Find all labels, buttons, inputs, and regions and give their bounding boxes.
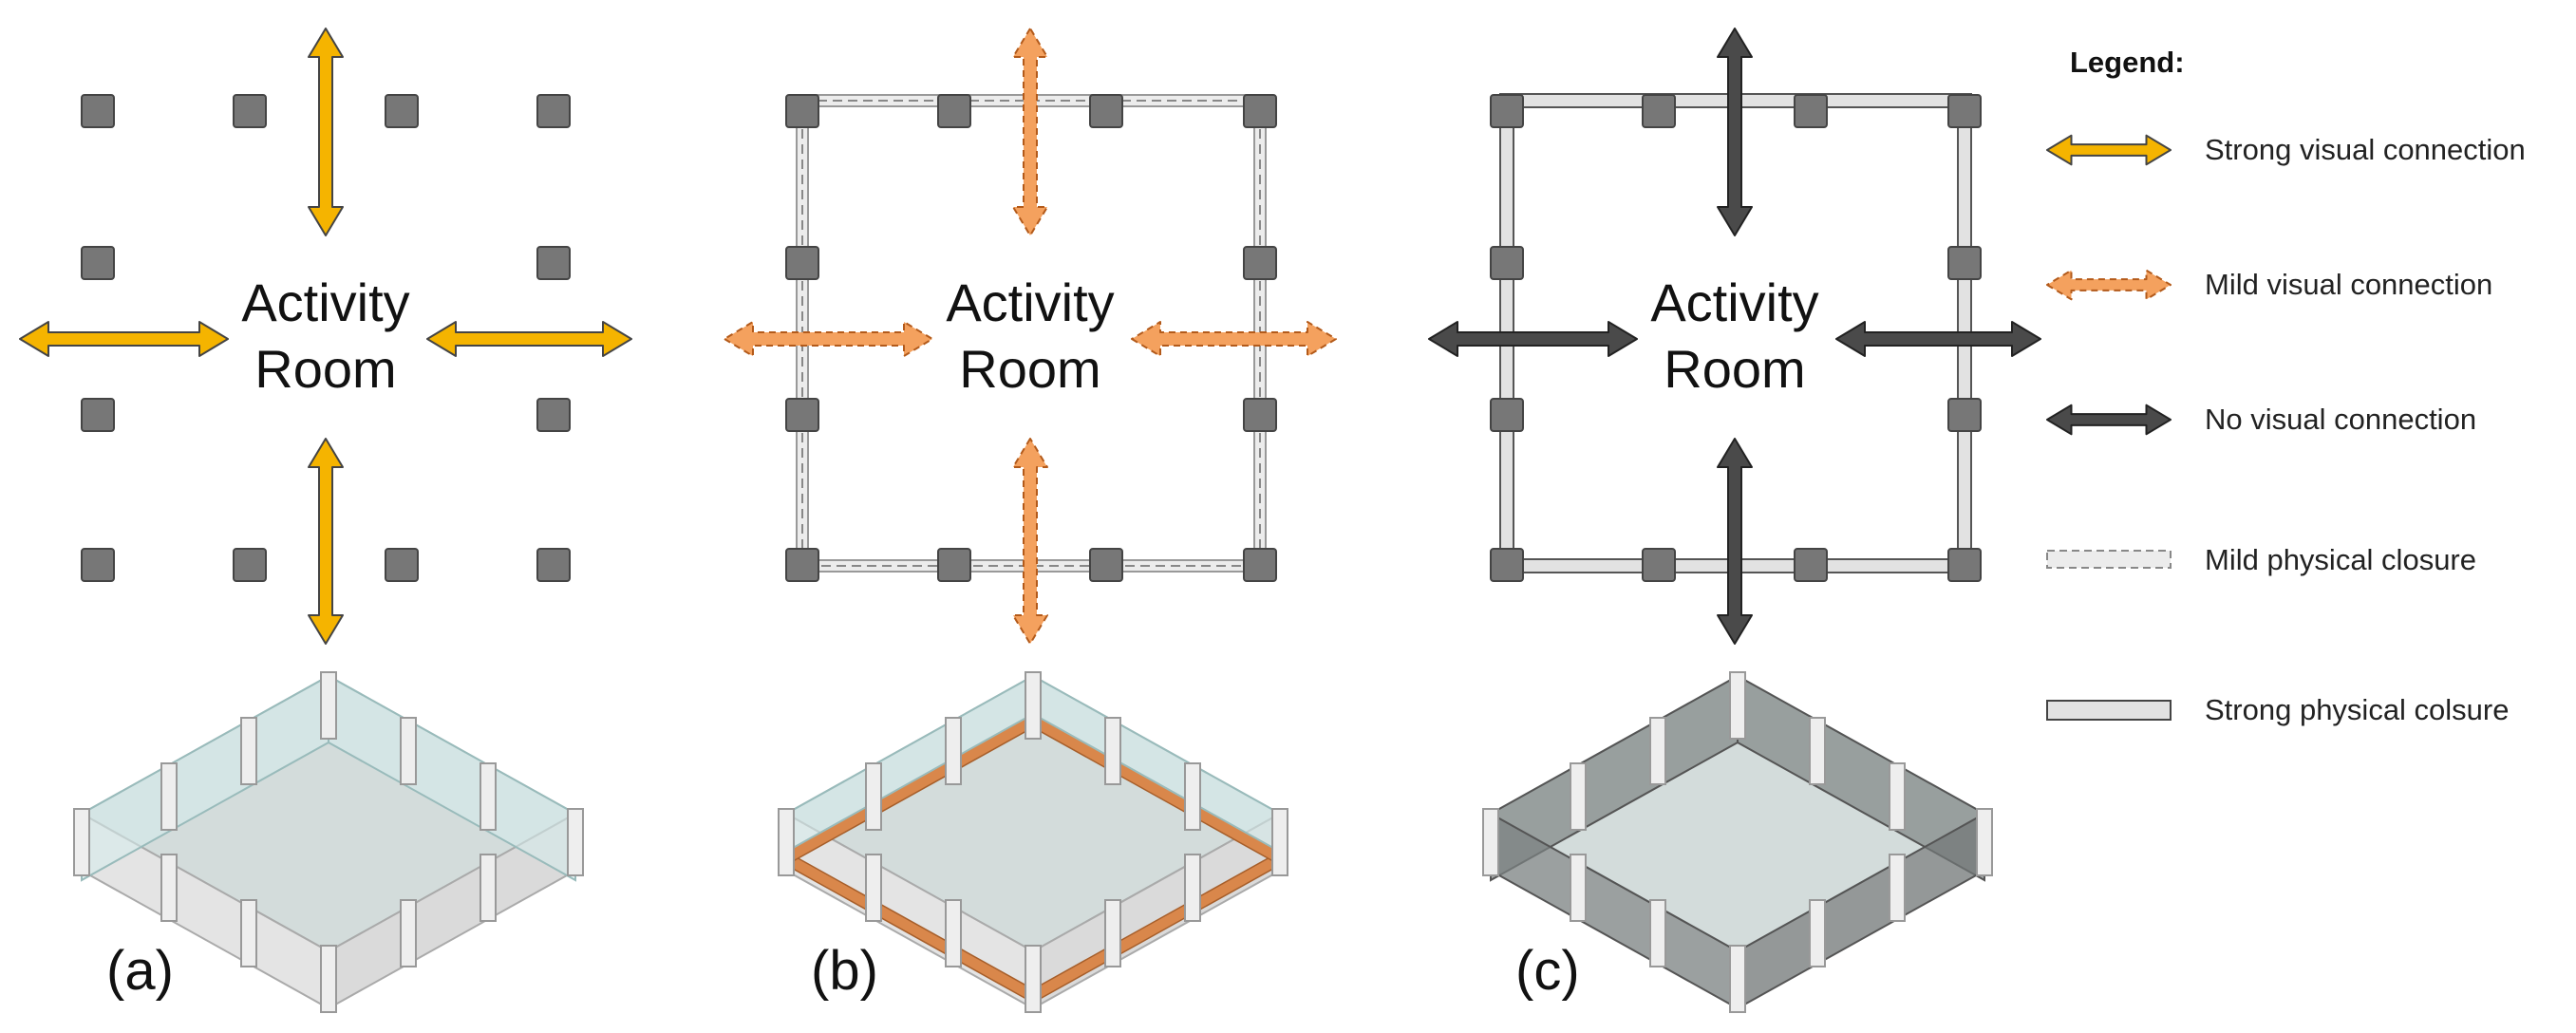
- isometric-columns: [778, 671, 1288, 1013]
- isometric-columns: [73, 671, 584, 1013]
- arrow-left-b: [724, 321, 933, 357]
- panel-c-isometric: [1482, 671, 1993, 1013]
- panel-label: (a): [106, 940, 174, 1002]
- legend-title: Legend:: [2070, 46, 2185, 79]
- legend-label-strong-closure: Strong physical colsure: [2205, 693, 2510, 726]
- legend-label-mild-closure: Mild physical closure: [2205, 543, 2476, 576]
- isometric-columns: [1482, 671, 1993, 1013]
- panel-b-plan: Activity Room: [724, 28, 1337, 645]
- legend-arrow-none: [2046, 404, 2172, 436]
- room-title-line2: Room: [254, 339, 396, 399]
- arrow-down-b: [1012, 438, 1048, 645]
- legend-swatch-strong-closure: [2046, 700, 2172, 721]
- room-title-line2: Room: [1664, 339, 1805, 399]
- arrow-up-b: [1012, 28, 1048, 236]
- room-title-line1: Activity: [946, 272, 1114, 332]
- panel-label: (b): [811, 940, 878, 1002]
- legend-label-none: No visual connection: [2205, 403, 2476, 436]
- panel-c: Activity Room (c): [1428, 28, 2041, 1013]
- mild-visual-arrows: [724, 28, 1337, 645]
- panel-a-isometric: [73, 671, 584, 1013]
- room-title-line1: Activity: [1650, 272, 1818, 332]
- legend-swatch-none: [2046, 404, 2172, 436]
- panel-b: Activity Room: [724, 28, 1337, 1013]
- legend: Legend: Strong visual connection Mild vi…: [2046, 46, 2526, 726]
- arrow-right-a: [426, 321, 632, 357]
- arrow-right-b: [1131, 321, 1337, 357]
- legend-swatch-strong: [2046, 134, 2172, 166]
- panel-label: (c): [1515, 940, 1580, 1002]
- panel-c-plan: Activity Room: [1428, 28, 2041, 645]
- room-title-line2: Room: [959, 339, 1100, 399]
- arrow-up-c: [1717, 28, 1753, 236]
- arrow-left-c: [1428, 321, 1638, 357]
- panel-a: Activity Room (a): [19, 28, 632, 1013]
- no-visual-arrows: [1428, 28, 2041, 645]
- legend-label-mild: Mild visual connection: [2205, 268, 2492, 301]
- column-grid: [81, 94, 571, 582]
- arrow-right-c: [1835, 321, 2041, 357]
- legend-arrow-mild: [2046, 269, 2172, 301]
- room-title-line1: Activity: [241, 272, 409, 332]
- arrow-left-a: [19, 321, 229, 357]
- column-grid: [785, 94, 1277, 582]
- arrow-down-c: [1717, 438, 1753, 645]
- strong-visual-arrows: [19, 28, 632, 645]
- legend-label-strong: Strong visual connection: [2205, 133, 2526, 166]
- legend-swatch-mild: [2046, 269, 2172, 301]
- legend-swatch-mild-closure: [2046, 550, 2172, 569]
- column-grid: [1490, 94, 1982, 582]
- panel-b-isometric: [778, 671, 1288, 1013]
- arrow-down-a: [308, 438, 344, 645]
- arrow-up-a: [308, 28, 344, 236]
- panel-a-plan: Activity Room: [19, 28, 632, 645]
- legend-arrow-strong: [2046, 134, 2172, 166]
